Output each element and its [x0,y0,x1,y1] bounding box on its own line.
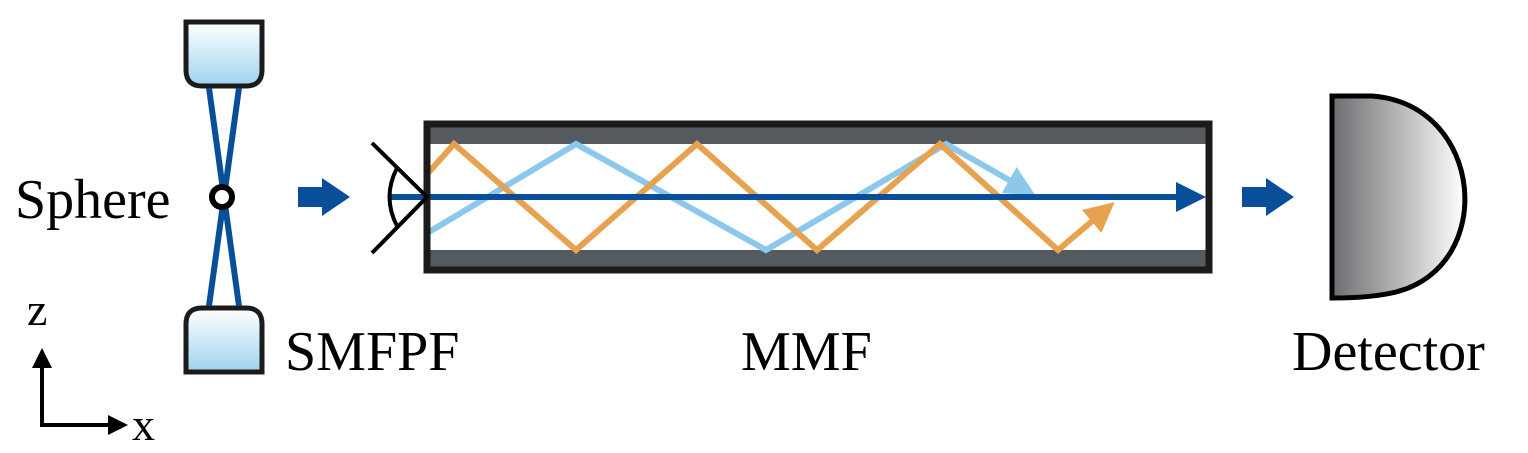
detector-label: Detector [1292,321,1485,383]
photodetector-icon [1329,93,1468,301]
acceptance-angle-arc [387,167,399,227]
acceptance-cone-lines [370,141,430,255]
mmf-fiber [388,120,1213,274]
sphere-particle [209,184,235,210]
smfpf-cavity [183,19,265,375]
axis-z-label: z [27,284,47,335]
light-blue-ray [427,140,1036,254]
arrow-right-icon [298,178,350,216]
top-fiber-tip-icon [183,19,265,89]
mmf-cladding-top [427,124,1209,144]
mmf-cladding-bottom [427,250,1209,270]
sphere-label: Sphere [15,169,171,231]
axis-x-label: x [132,399,155,450]
bottom-fiber-tip-icon [183,305,265,375]
mmf-label: MMF [741,321,872,383]
axis-indicator: z x [27,284,155,450]
acceptance-cone [370,141,430,255]
smfpf-label: SMFPF [285,321,459,383]
arrow-right-icon [1242,178,1294,216]
